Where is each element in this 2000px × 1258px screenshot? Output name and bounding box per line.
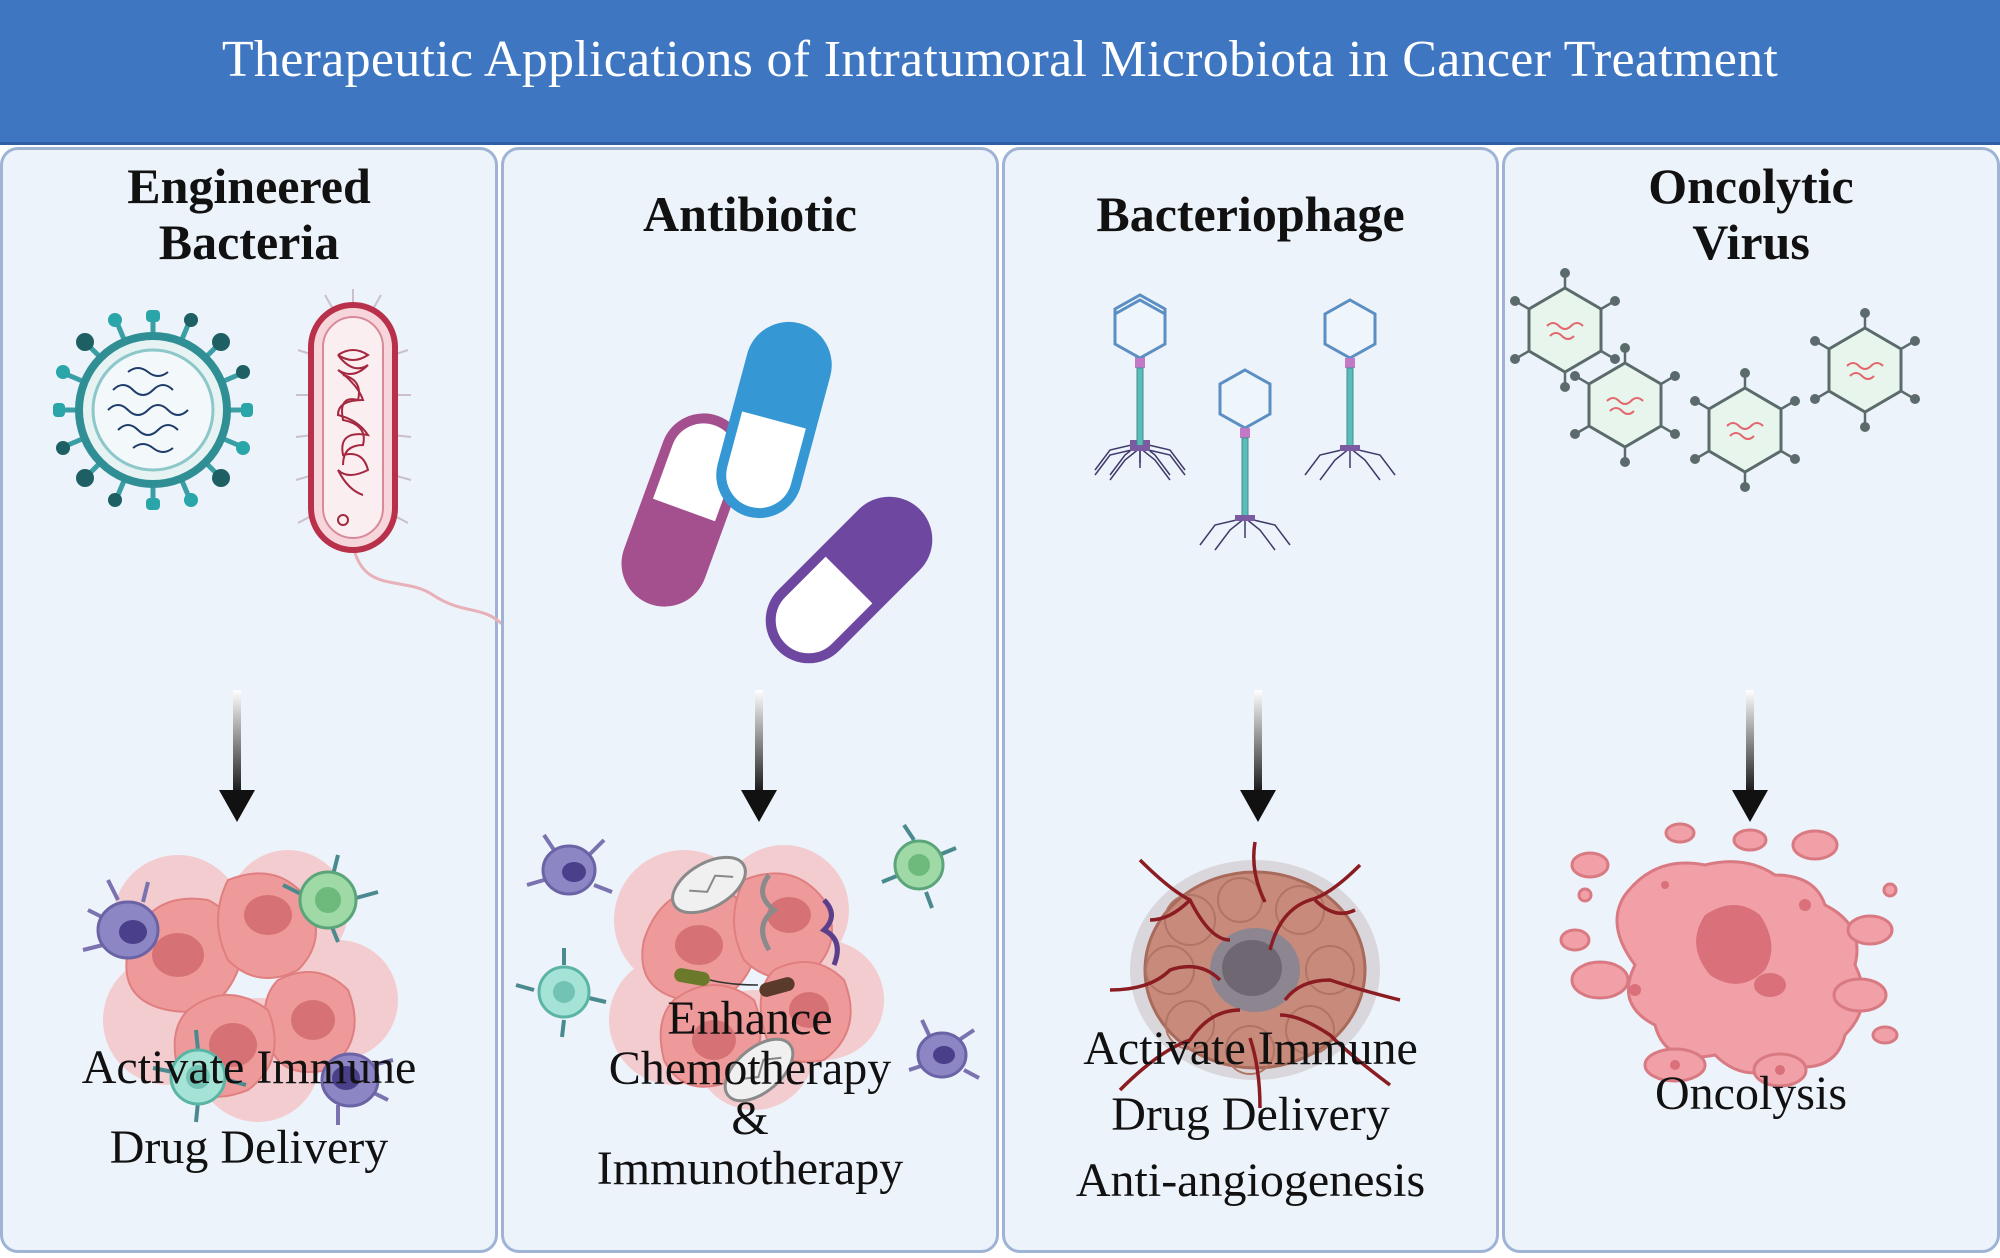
bacteriophage-icon xyxy=(1093,293,1397,552)
vascularized-tumor-icon xyxy=(1109,841,1401,1109)
tumor-with-bacteria-icon xyxy=(515,823,980,1110)
virus-icon xyxy=(53,310,253,510)
down-arrow-icon xyxy=(1732,690,1768,822)
panel-oncolytic-virus: Oncolytic Virus xyxy=(1502,147,2000,1253)
down-arrow-icon xyxy=(741,690,777,822)
down-arrow-icon xyxy=(1240,690,1276,822)
panel-bacteriophage: Bacteriophage xyxy=(1002,147,1499,1253)
page-title: Therapeutic Applications of Intratumoral… xyxy=(221,30,1779,88)
effects-list: Activate Immune Drug Delivery xyxy=(81,1041,417,1174)
panel-title: Oncolytic Virus xyxy=(1648,158,1854,270)
panel-title: Engineered Bacteria xyxy=(127,158,371,270)
bacterium-icon xyxy=(295,289,505,627)
panel-title: Antibiotic xyxy=(643,186,857,242)
tumor-with-immune-cells-icon xyxy=(82,850,398,1125)
virus-particle-icon xyxy=(1510,268,1922,494)
panel-engineered-bacteria: Engineered Bacteria xyxy=(0,147,505,1253)
effects-list: Oncolysis xyxy=(1655,1067,1847,1120)
panel-antibiotic: Antibiotic xyxy=(501,147,999,1253)
lysed-tumor-cell-icon xyxy=(1559,822,1899,1088)
capsules-icon xyxy=(621,321,933,664)
down-arrow-icon xyxy=(219,690,255,822)
panel-title: Bacteriophage xyxy=(1096,186,1405,242)
header-bar: Therapeutic Applications of Intratumoral… xyxy=(0,0,2000,145)
effects-list: Activate Immune Drug Delivery Anti-angio… xyxy=(1075,1022,1426,1207)
effects-list: Enhance Chemotherapy & Immunotherapy xyxy=(596,992,904,1195)
